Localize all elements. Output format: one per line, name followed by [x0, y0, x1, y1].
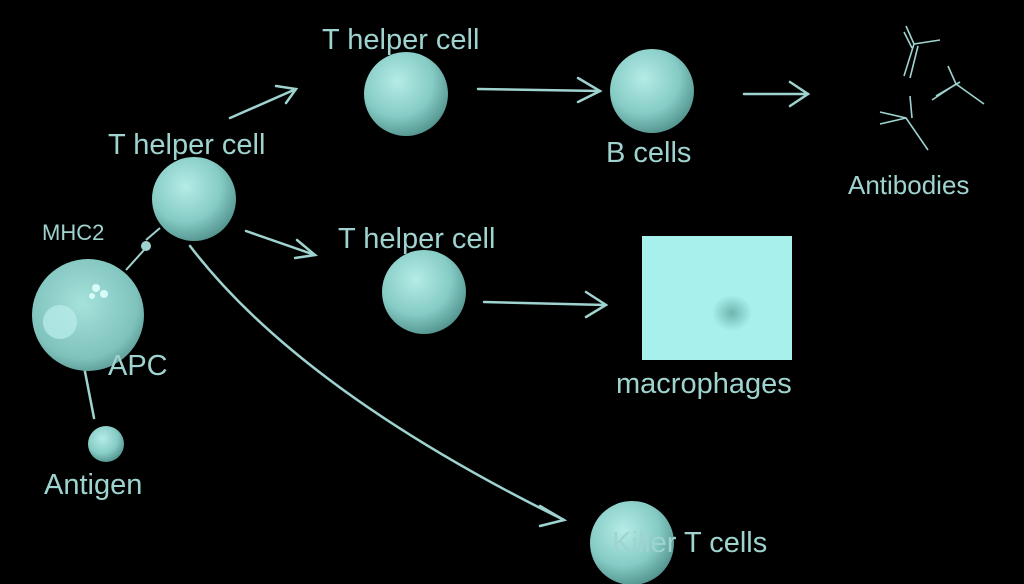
arrow-to-antibodies — [742, 80, 811, 108]
killer-t-cell — [590, 501, 674, 584]
mhc2-receptor — [125, 227, 161, 271]
arrow-to-killer-t-cells — [188, 244, 568, 528]
apc-cell — [32, 259, 144, 371]
arrow-to-mid-t-helper — [244, 229, 318, 260]
t-helper-cell-top — [364, 52, 448, 136]
macrophages-label: macrophages — [616, 368, 792, 400]
t-helper-mid-label: T helper cell — [338, 223, 496, 255]
t-helper-cell-left — [152, 157, 236, 241]
t-helper-cell-mid — [382, 250, 466, 334]
t-helper-left-label: T helper cell — [108, 129, 266, 161]
antibodies-icon — [879, 25, 985, 151]
t-helper-top-label: T helper cell — [322, 24, 480, 56]
b-cell — [610, 49, 694, 133]
antibodies-label: Antibodies — [848, 170, 970, 200]
antigen-label: Antigen — [44, 469, 143, 501]
mhc2-label: MHC2 — [42, 220, 105, 245]
macrophage-image — [642, 236, 792, 360]
killer-t-cells-label: Killer T cells — [612, 527, 768, 559]
arrow-to-top-t-helper — [228, 84, 299, 120]
apc-label: APC — [108, 350, 168, 382]
b-cells-label: B cells — [606, 137, 692, 169]
arrow-to-macrophages — [482, 290, 609, 319]
arrow-to-b-cells — [476, 76, 603, 104]
antigen-particle — [88, 426, 124, 462]
